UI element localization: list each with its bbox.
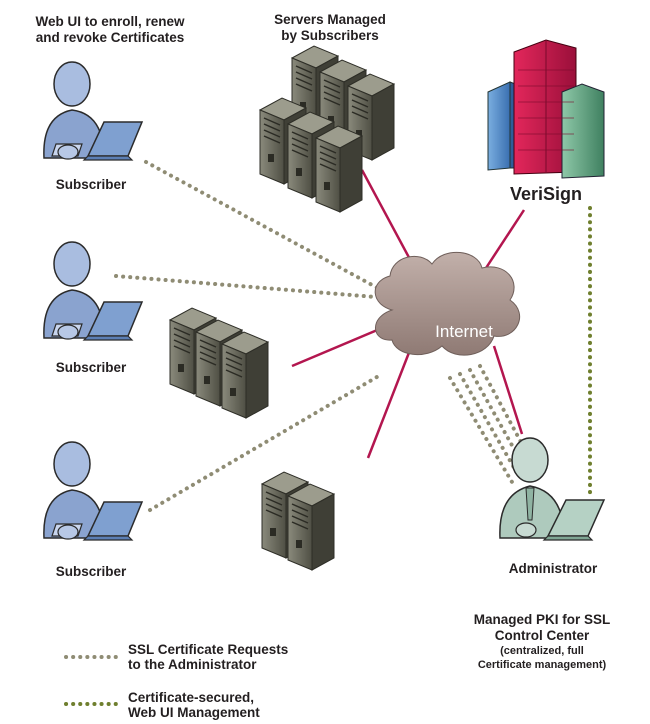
legend-requests-line1: SSL Certificate Requests [128,642,289,657]
control-center-line2: Control Center [494,628,590,643]
cloud-icon [374,251,521,356]
person-laptop-icon [499,437,605,541]
legend-requests-line2: to the Administrator [128,657,257,672]
legend-management: Certificate-secured, Web UI Management [128,690,348,720]
cloud-label: Internet [435,322,493,341]
person-laptop-icon [43,441,143,541]
link-line [492,345,524,435]
request-dotted-line [114,274,390,300]
request-dotted-line [144,160,398,300]
server-rack-icon [261,471,335,571]
control-center-line1: Managed PKI for SSL [473,612,611,627]
title-servers-line1: Servers Managed [274,12,386,27]
subscriber-label-1: Subscriber [55,177,127,192]
link-line [366,349,412,459]
link-line [484,209,526,269]
request-dotted-line [448,376,514,484]
administrator-label: Administrator [508,561,598,576]
control-center-sub1: (centralized, full [500,645,584,657]
legend-swatches [64,655,120,706]
request-dotted-line [458,372,522,480]
legend-requests: SSL Certificate Requests to the Administ… [128,642,348,672]
person-laptop-icon [43,61,143,161]
title-web-ui-line2: and revoke Certificates [35,30,185,45]
title-web-ui-line1: Web UI to enroll, renew [35,14,185,29]
title-servers: Servers Managed by Subscribers [248,12,412,44]
legend-management-line1: Certificate-secured, [128,690,255,705]
legend-management-line2: Web UI Management [128,705,260,720]
server-rack-icon [169,307,269,419]
request-dotted-line [148,372,384,512]
link-line [291,326,383,368]
vendor-label: VeriSign [509,184,583,204]
control-center-sub2: Certificate management) [477,659,607,671]
office-building-icon [487,39,605,179]
server-rack-icon [259,45,395,213]
title-servers-line2: by Subscribers [281,28,379,43]
control-center-label: Managed PKI for SSL Control Center (cent… [452,612,632,672]
subscriber-label-2: Subscriber [55,360,127,375]
subscriber-label-3: Subscriber [55,564,127,579]
person-laptop-icon [43,241,143,341]
title-web-ui: Web UI to enroll, renew and revoke Certi… [4,14,216,46]
